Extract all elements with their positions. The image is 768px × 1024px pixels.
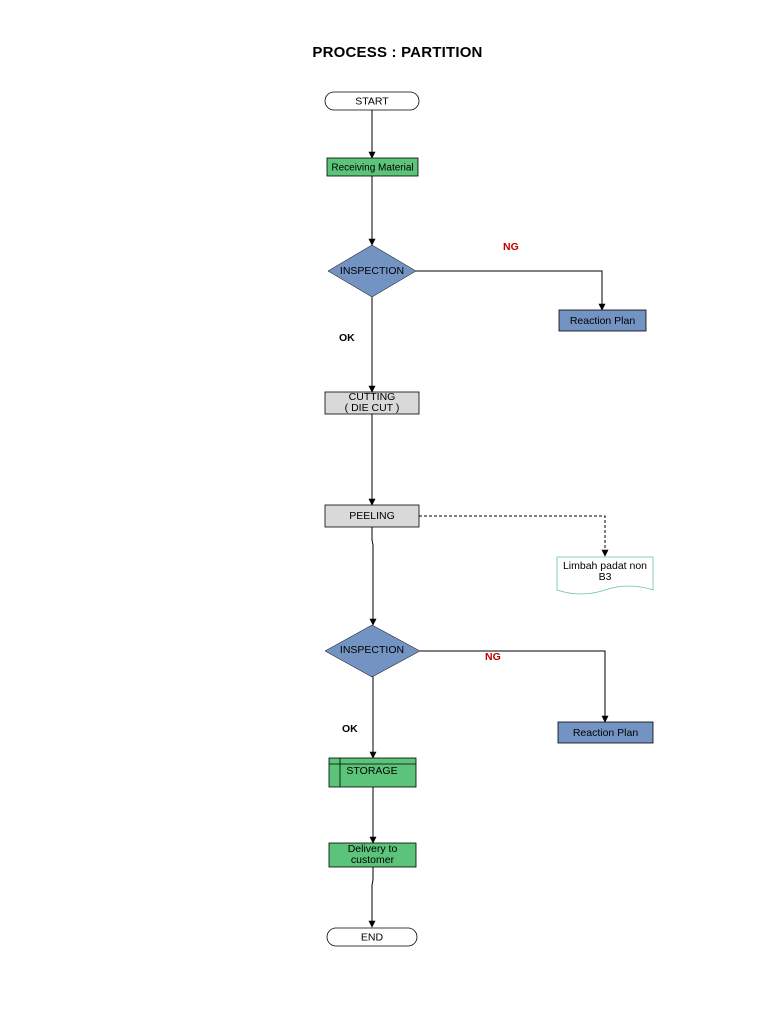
connectors bbox=[368, 110, 609, 928]
start-label: START bbox=[355, 96, 389, 108]
edge-label-ng-2: NG bbox=[485, 651, 501, 663]
node-inspection-2: INSPECTION bbox=[324, 624, 421, 678]
reaction-plan-1-label: Reaction Plan bbox=[570, 315, 636, 327]
delivery-label-line1: Delivery to bbox=[348, 843, 398, 855]
delivery-label-line2: customer bbox=[351, 854, 395, 866]
node-cutting: CUTTING ( DIE CUT ) bbox=[324, 391, 420, 415]
node-storage: STORAGE bbox=[328, 757, 417, 788]
node-reaction-plan-1: Reaction Plan bbox=[558, 309, 647, 332]
cutting-label-line1: CUTTING bbox=[349, 391, 396, 403]
node-receiving-material: Receiving Material bbox=[326, 157, 419, 177]
page-title: PROCESS : PARTITION bbox=[312, 44, 483, 61]
inspection-1-label: INSPECTION bbox=[340, 265, 404, 277]
node-end: END bbox=[326, 927, 418, 947]
cutting-label-line2: ( DIE CUT ) bbox=[345, 402, 400, 414]
edge-inspection1-reaction1 bbox=[416, 270, 606, 311]
edge-label-ok-2: OK bbox=[342, 723, 358, 735]
node-reaction-plan-2: Reaction Plan bbox=[557, 721, 654, 744]
node-inspection-1: INSPECTION bbox=[327, 244, 417, 298]
node-delivery: Delivery to customer bbox=[328, 842, 417, 868]
edge-peeling-inspection2 bbox=[369, 527, 377, 626]
edge-delivery-end bbox=[368, 867, 376, 928]
edge-label-ok-1: OK bbox=[339, 332, 355, 344]
receiving-material-label: Receiving Material bbox=[331, 163, 413, 174]
waste-label-line2: B3 bbox=[599, 571, 612, 583]
reaction-plan-2-label: Reaction Plan bbox=[573, 727, 639, 739]
edge-label-ng-1: NG bbox=[503, 241, 519, 253]
edge-inspection2-reaction2 bbox=[420, 650, 609, 723]
storage-label: STORAGE bbox=[346, 765, 397, 777]
peeling-label: PEELING bbox=[349, 510, 395, 522]
edge-peeling-waste bbox=[419, 515, 609, 557]
node-start: START bbox=[324, 91, 420, 111]
waste-label-line1: Limbah padat non bbox=[563, 560, 647, 572]
end-label: END bbox=[361, 932, 384, 944]
node-peeling: PEELING bbox=[324, 504, 420, 528]
node-waste-document: Limbah padat non B3 bbox=[556, 556, 654, 595]
inspection-2-label: INSPECTION bbox=[340, 644, 404, 656]
